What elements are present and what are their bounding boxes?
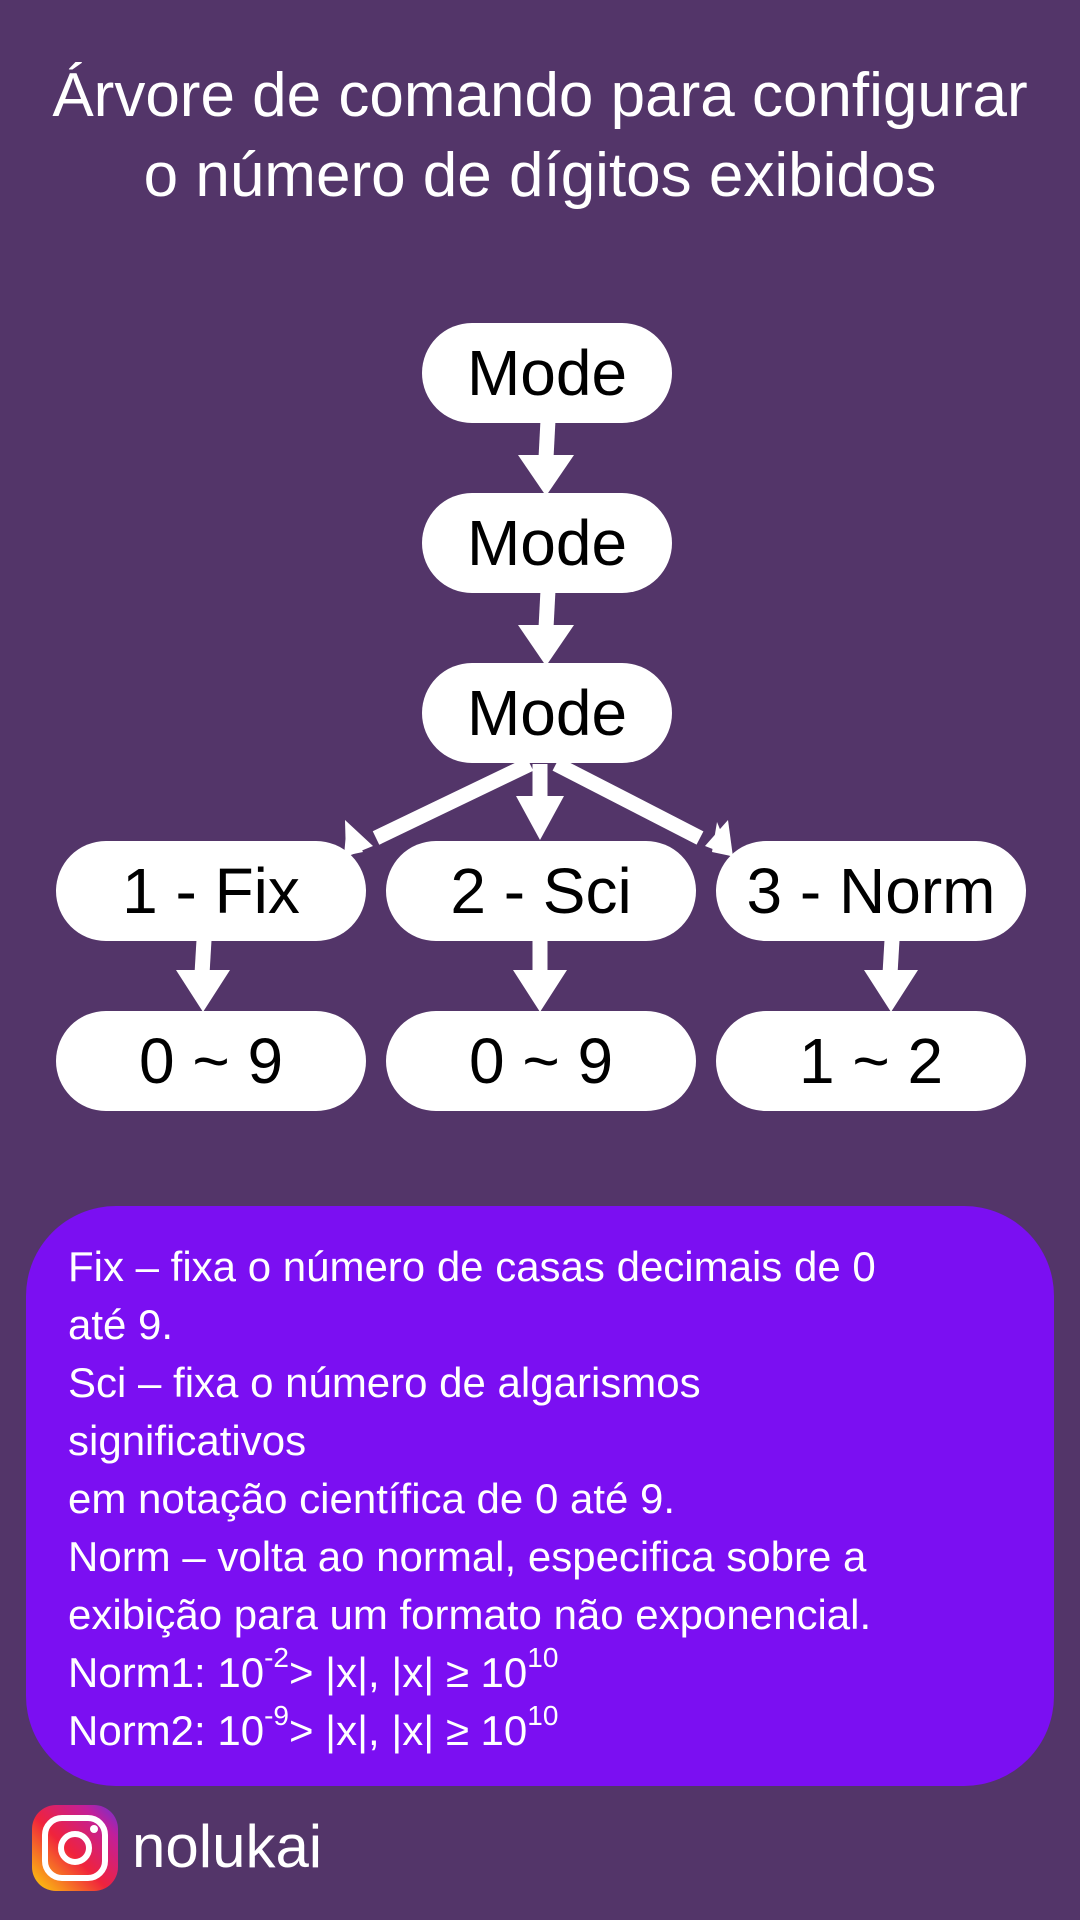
info-line-norm1: Norm1: 10-2> |x|, |x| ≥ 1010: [68, 1644, 1024, 1702]
option-norm-node: 3 - Norm: [716, 841, 1026, 941]
norm2-exponent-low: -9: [264, 1700, 289, 1731]
norm1-exponent-high: 10: [527, 1642, 559, 1673]
mode-node-1: Mode: [422, 323, 672, 423]
arrowhead-sci: [516, 796, 564, 840]
range-norm-node: 1 ~ 2: [716, 1011, 1026, 1111]
norm2-exponent-high: 10: [527, 1700, 559, 1731]
info-line-fix: Fix – fixa o número de casas decimais de…: [68, 1243, 876, 1290]
norm2-condition: > |x|, |x| ≥ 10: [288, 1707, 528, 1754]
option-sci-node: 2 - Sci: [386, 841, 696, 941]
info-line-sci: Sci – fixa o número de algarismos: [68, 1359, 701, 1406]
info-line-norm2: Norm2: 10-9> |x|, |x| ≥ 1010: [68, 1702, 1024, 1760]
arrow-mode3-norm: [552, 757, 704, 845]
info-line-norm-cont: exibição para um formato não exponencial…: [68, 1591, 872, 1638]
arrow-mode3-fix: [372, 757, 534, 845]
arrow-norm-range: [882, 939, 900, 975]
arrowhead-fix-tip: [345, 820, 373, 857]
arrowhead-mode2: [518, 455, 574, 496]
norm2-prefix: Norm2: 10: [68, 1707, 265, 1754]
arrow-mode1-mode2: [538, 419, 556, 459]
page-title: Árvore de comando para configurar o núme…: [52, 61, 1028, 210]
brand-handle: nolukai: [132, 1813, 323, 1880]
info-line-norm: Norm – volta ao normal, especifica sobre…: [68, 1533, 867, 1580]
arrow-mode2-mode3: [538, 589, 556, 629]
arrowhead-fix-range: [176, 970, 230, 1012]
info-line-sci-cont: significativos: [68, 1417, 307, 1464]
mode-node-3: Mode: [422, 663, 672, 763]
norm1-exponent-low: -2: [264, 1642, 289, 1673]
mode-node-2: Mode: [422, 493, 672, 593]
info-line-sci-notation: em notação científica de 0 até 9.: [68, 1475, 676, 1522]
option-fix-node: 1 - Fix: [56, 841, 366, 941]
range-fix-node: 0 ~ 9: [56, 1011, 366, 1111]
arrowhead-norm-tip: [705, 820, 733, 857]
arrowhead-mode3: [518, 625, 574, 666]
range-sci-node: 0 ~ 9: [386, 1011, 696, 1111]
info-box: Fix – fixa o número de casas decimais de…: [26, 1206, 1054, 1786]
arrowhead-sci-range: [513, 970, 567, 1012]
norm1-condition: > |x|, |x| ≥ 10: [288, 1649, 528, 1696]
instagram-icon: [32, 1805, 118, 1891]
norm1-prefix: Norm1: 10: [68, 1649, 265, 1696]
arrow-fix-range: [194, 939, 212, 975]
info-line-fix-cont: até 9.: [68, 1301, 174, 1348]
arrowhead-norm-range: [864, 970, 918, 1012]
